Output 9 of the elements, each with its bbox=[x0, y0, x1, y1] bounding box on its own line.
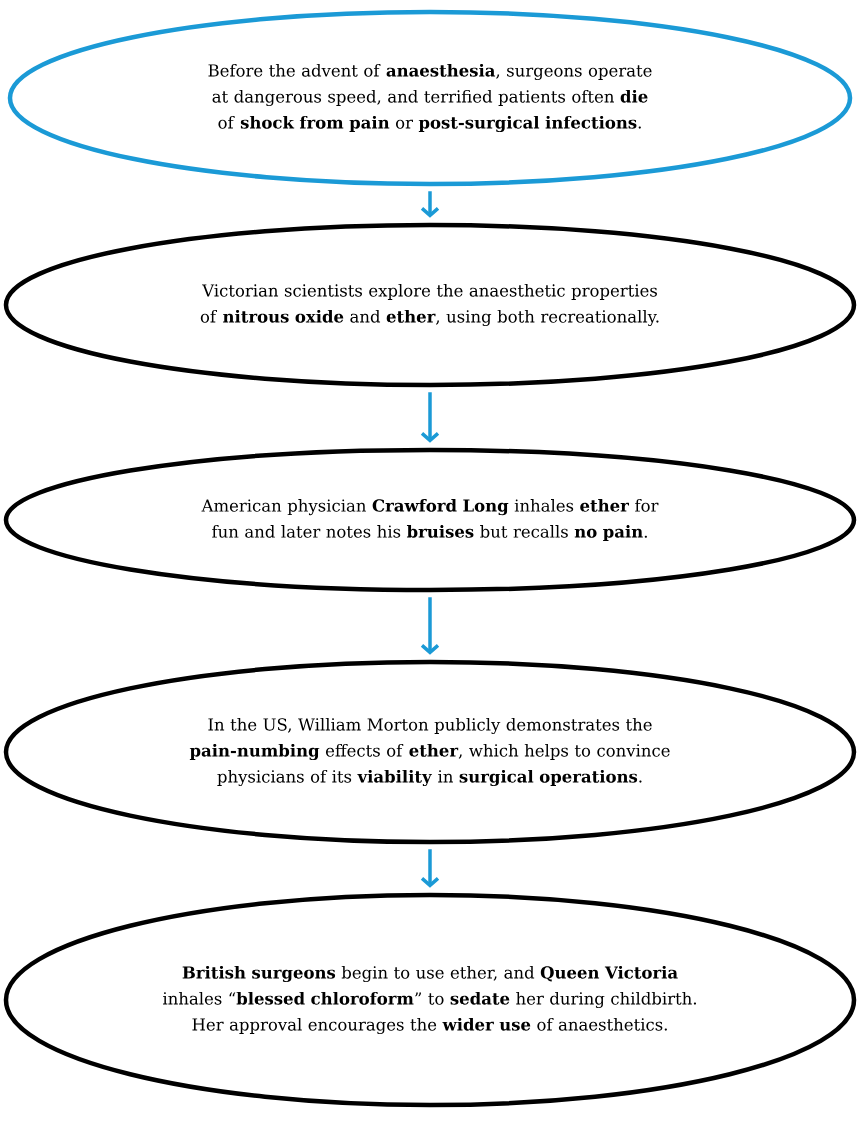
arrow bbox=[420, 597, 440, 655]
arrow bbox=[420, 191, 440, 218]
ellipse-box: Before the advent of anaesthesia, surgeons operate at dangerous speed, and terrified patients often die of shock from pain or post-surgical infections. bbox=[7, 9, 853, 187]
arrow bbox=[420, 849, 440, 888]
ellipse-box: British surgeons begin to use ether, and Queen Victoria inhales “blessed chloroform” to sedate her during childbirth. Her approval encourages the wider use of anaesthetics. bbox=[3, 892, 857, 1108]
arrow bbox=[420, 392, 440, 443]
ellipse-box: In the US, William Morton publicly demonstrates the pain-numbing effects of ether, which helps to convince physicians of its viability in surgical operations. bbox=[3, 659, 857, 845]
ellipse-box: Victorian scientists explore the anaesthetic properties of nitrous oxide and ether, using both recreationally. bbox=[3, 222, 857, 388]
ellipse-box: American physician Crawford Long inhales ether for fun and later notes his bruises but recalls no pain. bbox=[3, 447, 857, 593]
